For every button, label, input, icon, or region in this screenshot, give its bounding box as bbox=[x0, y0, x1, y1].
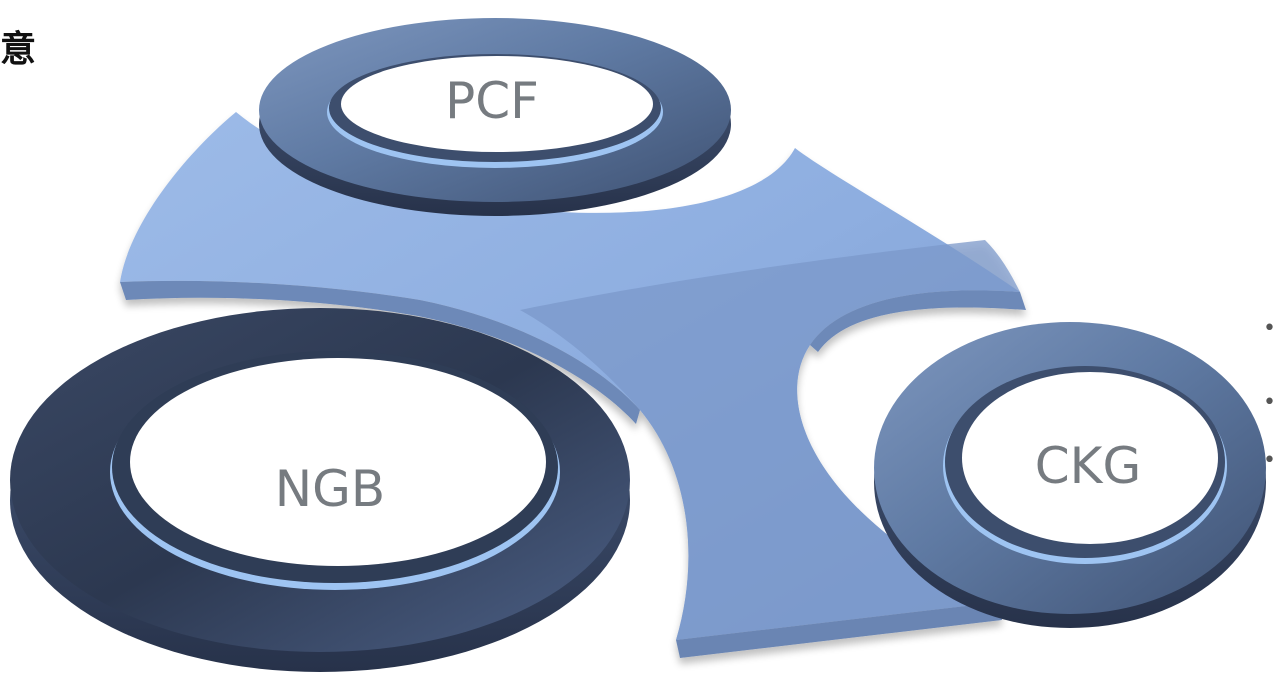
title-fragment: 意 bbox=[0, 29, 37, 70]
ring-ckg-label: CKG bbox=[1035, 437, 1141, 495]
edge-mark-1: • bbox=[1263, 316, 1276, 341]
hub-shape bbox=[120, 112, 1026, 658]
hub-facet bbox=[520, 240, 1020, 640]
edge-mark-2: • bbox=[1263, 390, 1276, 415]
ring-ckg: CKG bbox=[874, 322, 1266, 628]
hub-lip-right bbox=[810, 290, 1026, 352]
ring-pcf-label: PCF bbox=[445, 72, 539, 130]
ring-ngb-label: NGB bbox=[275, 460, 385, 518]
edge-mark-3: • bbox=[1263, 448, 1276, 473]
ring-pcf: PCF bbox=[259, 18, 731, 216]
ring-ngb: NGB bbox=[10, 308, 630, 672]
hub-lip-left bbox=[120, 280, 640, 424]
hub-lip-bottom bbox=[676, 602, 1002, 658]
